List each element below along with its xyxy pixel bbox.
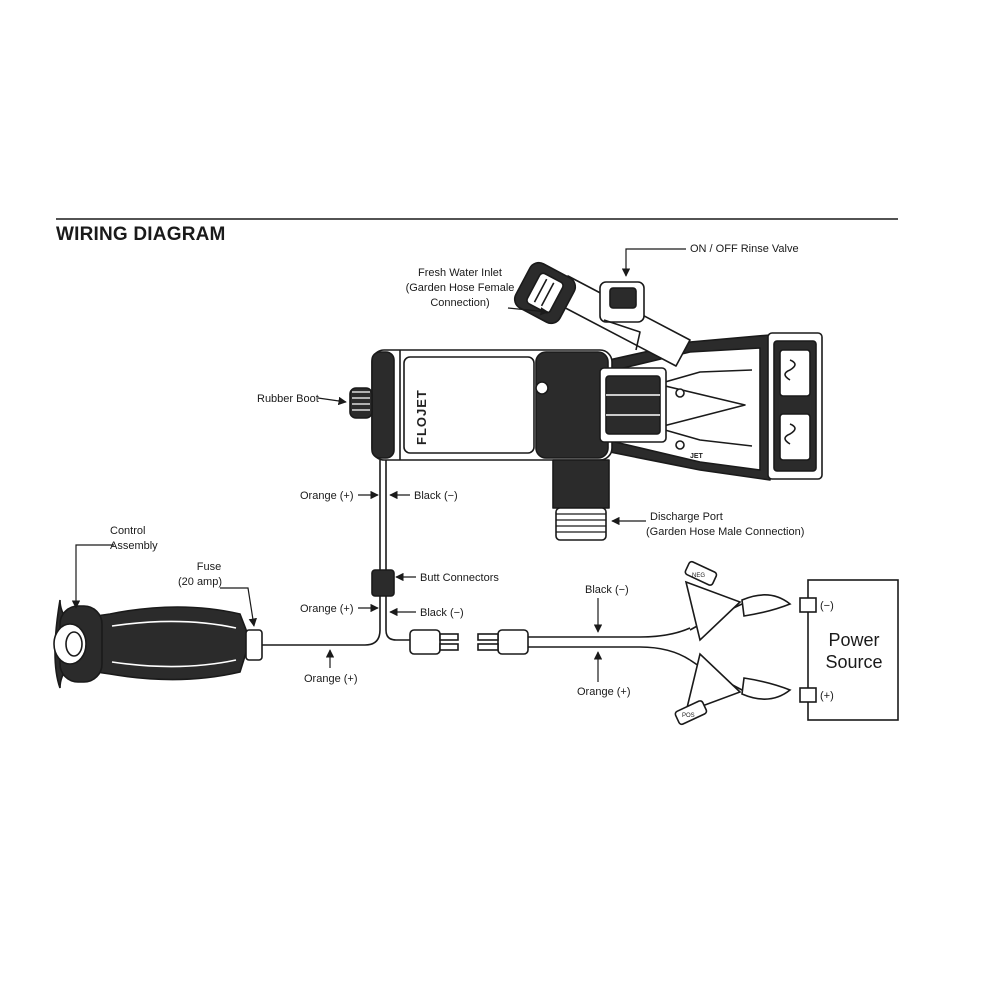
clip-pos-tag: POS [682, 713, 695, 719]
battery-clip-negative: NEG [684, 560, 792, 642]
label-butt-connectors: Butt Connectors [420, 572, 499, 584]
label-fuse-1: Fuse [197, 561, 221, 573]
label-orange-top: Orange (+) [300, 490, 354, 502]
battery-clip-positive: POS [674, 652, 792, 726]
butt-connectors [371, 569, 395, 597]
terminal-pos-label: (+) [820, 690, 834, 702]
wiring-harness [262, 569, 691, 661]
label-rubber-boot: Rubber Boot [257, 393, 319, 405]
power-source: (−) (+) Power Source [799, 579, 899, 721]
label-fuse-2: (20 amp) [178, 576, 222, 588]
terminal-negative [799, 597, 817, 613]
power-source-label-2: Source [825, 652, 882, 672]
pump-motor: FLOJET [371, 349, 685, 461]
label-black-top: Black (−) [414, 490, 458, 502]
label-black-mid: Black (−) [420, 607, 464, 619]
label-rinse-valve: ON / OFF Rinse Valve [690, 243, 799, 255]
terminal-neg-label: (−) [820, 600, 834, 612]
fuse [245, 629, 263, 661]
label-discharge-1: Discharge Port [650, 511, 723, 523]
label-fresh-water-3: Connection) [430, 297, 489, 309]
discharge-port [552, 459, 610, 541]
label-black-right: Black (−) [585, 584, 629, 596]
label-fresh-water-2: (Garden Hose Female [406, 282, 515, 294]
control-assembly [53, 599, 263, 689]
label-discharge-2: (Garden Hose Male Connection) [646, 526, 804, 538]
pump-logo: FLOJET [414, 389, 429, 445]
rubber-boot [349, 387, 373, 419]
label-orange-right: Orange (+) [577, 686, 631, 698]
plug-left [409, 629, 441, 655]
label-control-2: Assembly [110, 540, 158, 552]
pump-logo-small: JET [690, 453, 704, 460]
clip-neg-tag: NEG [692, 573, 705, 579]
power-source-label-1: Power [828, 630, 879, 650]
label-control-1: Control [110, 525, 145, 537]
pump-assembly: JET FLOJET [349, 261, 823, 570]
terminal-positive [799, 687, 817, 703]
label-orange-bottom: Orange (+) [304, 673, 358, 685]
label-fresh-water-1: Fresh Water Inlet [418, 267, 502, 279]
diagram-title: WIRING DIAGRAM [56, 224, 226, 245]
rinse-valve [599, 281, 645, 351]
plug-right [497, 629, 529, 655]
callout-leaders [71, 248, 686, 682]
callout-labels: ON / OFF Rinse Valve Fresh Water Inlet (… [110, 243, 804, 698]
label-orange-mid: Orange (+) [300, 603, 354, 615]
